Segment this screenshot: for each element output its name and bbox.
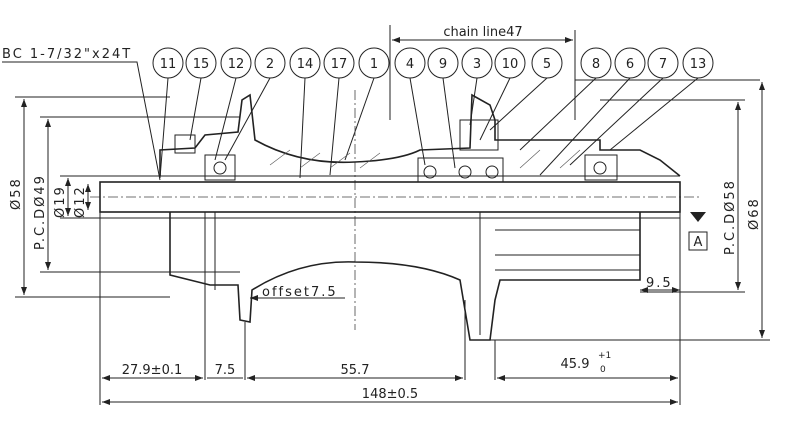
thread-leader	[2, 61, 161, 181]
balloon-8: 8	[519, 47, 612, 151]
bearings	[174, 119, 618, 183]
balloon-9: 9	[427, 47, 459, 169]
balloon-4: 4	[394, 47, 426, 166]
balloon-label: 12	[228, 57, 245, 72]
leader-line	[299, 77, 306, 179]
left-diameter-dimensions: Ø58 P.C.DØ49 Ø19 Ø12	[9, 96, 240, 298]
leader-line	[329, 77, 340, 176]
balloon-5: 5	[489, 47, 563, 131]
dim-offset: offset7.5	[262, 285, 338, 300]
dim-pcd-right: P.C.DØ58	[723, 179, 738, 255]
dim-pcd-left: P.C.DØ49	[33, 174, 48, 250]
dim-right-tol-upper: +1	[598, 351, 611, 361]
hub-shell-section	[159, 93, 681, 177]
hub-shell-exterior	[169, 212, 641, 341]
dim-d19: Ø19	[53, 185, 68, 218]
balloon-label: 10	[502, 57, 519, 72]
balloon-label: 5	[543, 57, 551, 72]
balloon-6: 6	[539, 47, 646, 176]
balloon-label: 13	[690, 57, 707, 72]
chain-line-dimension: chain line47	[389, 25, 576, 120]
dim-outer-right: Ø68	[747, 197, 762, 230]
balloon-10: 10	[479, 47, 526, 141]
datum-label: A	[694, 235, 703, 250]
balloon-label: 4	[406, 57, 414, 72]
dim-flange-width: 7.5	[215, 363, 236, 378]
leader-line	[189, 77, 202, 141]
leader-line	[159, 77, 169, 179]
balloon-label: 14	[297, 57, 314, 72]
leader-line	[442, 77, 456, 169]
balloon-17: 17	[323, 47, 355, 176]
balloon-7: 7	[569, 47, 679, 166]
balloon-3: 3	[461, 47, 493, 126]
right-diameter-dimensions: P.C.DØ58 Ø68	[490, 82, 770, 341]
leader-line	[344, 77, 375, 161]
balloon-label: 17	[331, 57, 348, 72]
leader-line	[539, 77, 631, 176]
balloon-12: 12	[214, 47, 252, 161]
dim-cassette-end: 9.5	[646, 276, 673, 291]
dim-right: 45.9	[561, 357, 590, 372]
leader-line	[519, 77, 597, 151]
dim-d12: Ø12	[73, 185, 88, 218]
datum-triangle-icon	[690, 212, 706, 222]
balloon-label: 11	[160, 57, 177, 72]
balloon-label: 3	[473, 57, 481, 72]
balloon-label: 7	[659, 57, 667, 72]
axle	[99, 181, 681, 213]
leader-line	[224, 77, 271, 161]
dim-outer-left: Ø58	[9, 177, 24, 210]
balloon-label: 1	[370, 57, 378, 72]
balloon-label: 8	[592, 57, 600, 72]
balloon-14: 14	[289, 47, 321, 179]
balloon-11: 11	[152, 47, 184, 179]
dim-left-flange: 27.9±0.1	[122, 363, 183, 378]
dim-right-tol-lower: 0	[600, 365, 606, 375]
thread-label: BC 1-7/32"x24T	[2, 47, 132, 62]
balloon-15: 15	[185, 47, 217, 141]
leader-line	[489, 77, 548, 131]
balloon-label: 9	[439, 57, 447, 72]
dim-overall: 148±0.5	[362, 387, 418, 402]
balloon-1: 1	[344, 47, 390, 161]
balloon-2: 2	[224, 47, 286, 161]
bottom-dimensions: 27.9±0.1 7.5 55.7 45.9 +1 0 148±0.5	[102, 351, 678, 405]
chain-line-label: chain line47	[443, 25, 522, 40]
balloon-13: 13	[609, 47, 714, 151]
balloon-label: 6	[626, 57, 634, 72]
balloon-label: 2	[266, 57, 274, 72]
leader-line	[214, 77, 237, 161]
leader-line	[569, 77, 664, 166]
leader-line	[479, 77, 511, 141]
balloon-label: 15	[193, 57, 210, 72]
dim-center: 55.7	[341, 363, 370, 378]
leader-line	[609, 77, 699, 151]
